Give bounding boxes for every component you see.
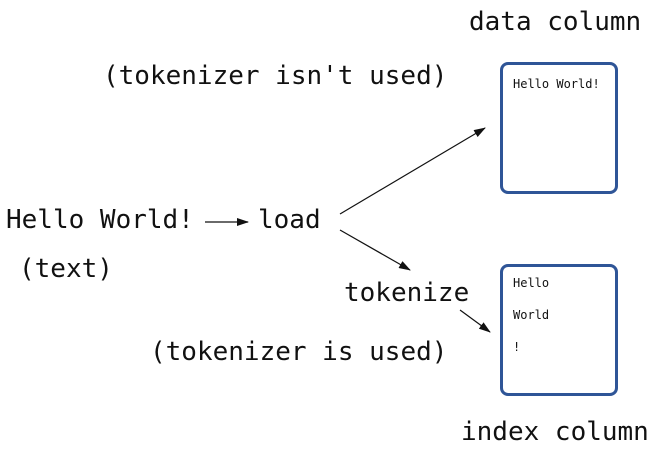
data-column-content: Hello World! — [513, 77, 600, 91]
tokenize-step: tokenize — [344, 278, 470, 308]
index-token: World — [513, 308, 550, 322]
index-token: Hello — [513, 276, 550, 290]
tokenizer-used-note: (tokenizer is used) — [150, 337, 448, 367]
arrow-load-to-tokenize — [339, 229, 411, 271]
data-column-box: Hello World! — [500, 62, 618, 194]
index-token: ! — [513, 340, 521, 354]
load-step: load — [258, 205, 321, 235]
index-column-box: Hello World ! — [500, 264, 618, 396]
arrow-tokenize-to-index-column — [459, 309, 491, 333]
text-annotation: (text) — [19, 254, 113, 284]
tokenizer-not-used-note: (tokenizer isn't used) — [103, 61, 448, 91]
input-text: Hello World! — [6, 205, 194, 235]
index-column-title: index column — [461, 417, 649, 447]
arrow-load-to-data-column — [339, 127, 486, 215]
data-column-title: data column — [469, 7, 642, 37]
